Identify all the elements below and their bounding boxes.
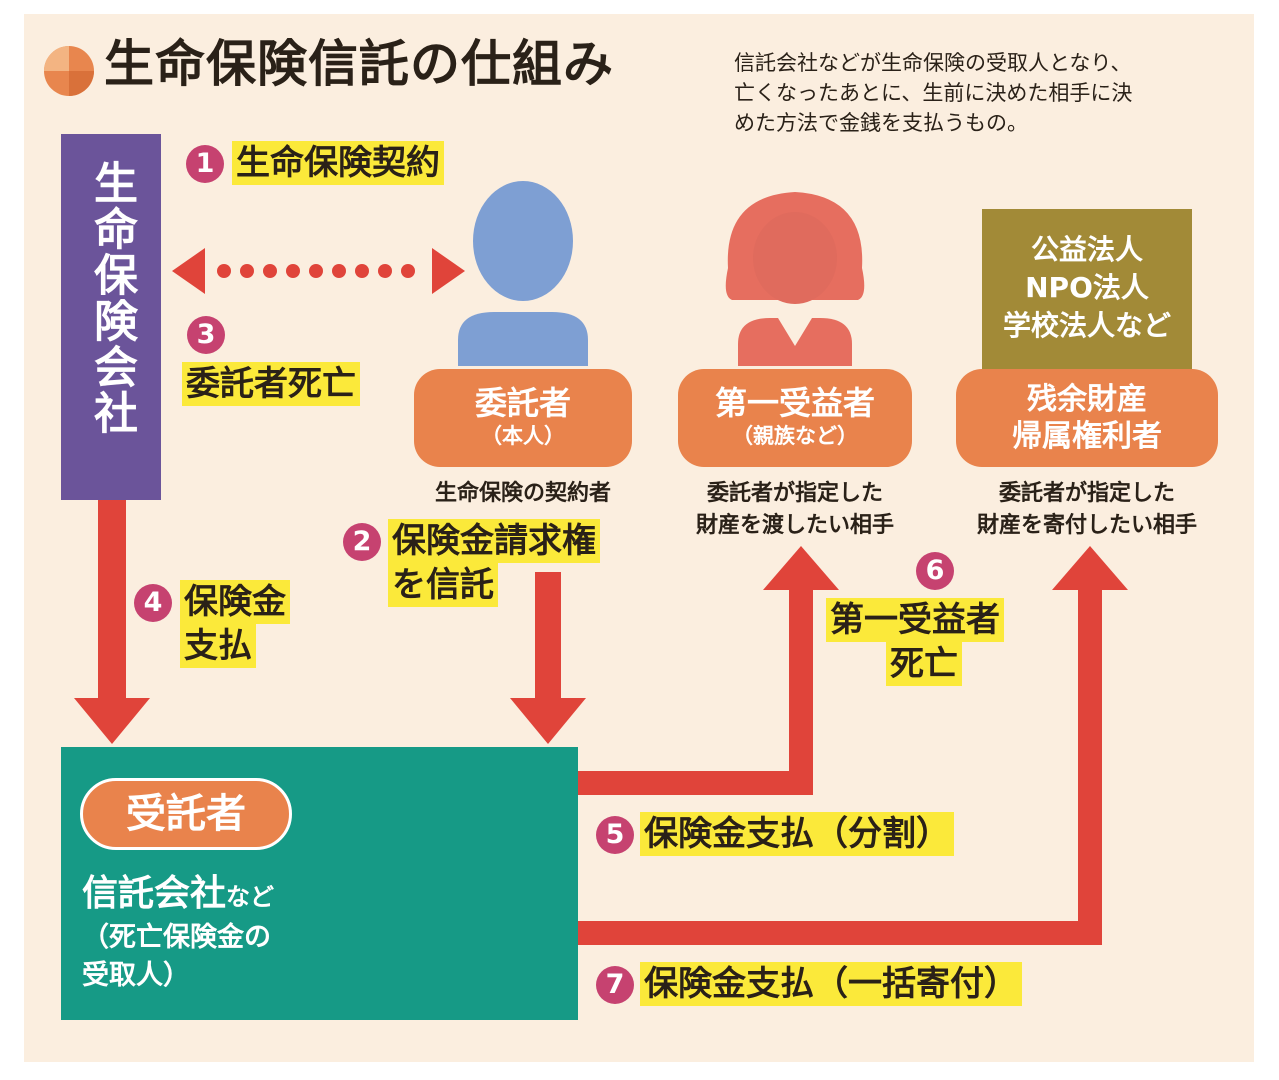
- step-4-label-line1: 保険金: [180, 580, 290, 624]
- trust-arrow-2: [510, 572, 586, 744]
- step-7-label: 保険金支払（一括寄付）: [640, 962, 1022, 1006]
- corporation-item: 学校法人など: [1002, 309, 1171, 342]
- first-beneficiary-caption-line: 委託者が指定した: [706, 481, 883, 506]
- first-beneficiary-label: 第一受益者 （親族など）: [678, 369, 912, 467]
- step-6-label-line1: 第一受益者: [826, 598, 1004, 642]
- life-insurance-company-label: 生命保険会社: [86, 160, 137, 436]
- step-1-number: 1: [186, 145, 224, 183]
- first-beneficiary-title: 第一受益者: [714, 384, 875, 422]
- first-beneficiary-caption-line: 財産を渡したい相手: [695, 513, 894, 538]
- contract-double-arrow: [172, 248, 465, 294]
- payout-arrow-7: [578, 546, 1128, 945]
- trustee-line3: 受取人）: [82, 960, 190, 991]
- trustee-line1-small: など: [226, 883, 275, 911]
- step-5-label: 保険金支払（分割）: [640, 812, 954, 856]
- first-beneficiary-caption: 委託者が指定した 財産を渡したい相手: [660, 478, 930, 542]
- step-6-label-line2: 死亡: [886, 642, 962, 686]
- residual-holder-caption: 委託者が指定した 財産を寄付したい相手: [945, 478, 1229, 542]
- payout-arrow-5: [578, 546, 839, 795]
- step-2-number: 2: [343, 523, 381, 561]
- payout-arrow-4: [74, 500, 150, 744]
- step-2-label-line1: 保険金請求権: [388, 519, 600, 563]
- step-6-number: 6: [916, 552, 954, 590]
- residual-holder-caption-line: 委託者が指定した: [998, 481, 1175, 506]
- trustee-line2: （死亡保険金の: [82, 922, 271, 953]
- quarter-circle-icon: [44, 46, 94, 96]
- corporation-item: NPO法人: [1025, 271, 1149, 304]
- settlor-subtitle: （本人）: [481, 424, 565, 448]
- settlor-label: 委託者 （本人）: [414, 369, 632, 467]
- description: 信託会社などが生命保険の受取人となり、 亡くなったあとに、生前に決めた相手に決 …: [734, 48, 1234, 138]
- residual-holder-line2: 帰属権利者: [1012, 419, 1162, 454]
- trustee-line1-main: 信託会社: [82, 873, 227, 914]
- trustee-badge: 受託者: [80, 778, 292, 850]
- step-3-number: 3: [187, 316, 225, 354]
- trustee-line1: 信託会社など: [82, 872, 274, 919]
- page-title: 生命保険信託の仕組み: [104, 35, 614, 93]
- trustee-description: 信託会社など （死亡保険金の 受取人）: [82, 872, 274, 995]
- corporations-box: 公益法人 NPO法人 学校法人など: [982, 209, 1192, 369]
- description-line: 亡くなったあとに、生前に決めた相手に決: [734, 81, 1133, 105]
- step-4-label-line2: 支払: [180, 624, 256, 668]
- residual-holder-label: 残余財産 帰属権利者: [956, 369, 1218, 467]
- woman-icon: [725, 192, 865, 366]
- step-3-label: 委託者死亡: [182, 362, 360, 406]
- life-insurance-company-box: 生命保険会社: [61, 134, 161, 500]
- step-7-number: 7: [596, 966, 634, 1004]
- description-line: 信託会社などが生命保険の受取人となり、: [734, 51, 1132, 75]
- step-2-label-line2: を信託: [388, 563, 498, 607]
- settlor-caption: 生命保険の契約者: [434, 481, 611, 506]
- description-line: めた方法で金銭を支払うもの。: [734, 111, 1028, 135]
- first-beneficiary-subtitle: （親族など）: [732, 424, 858, 448]
- settlor-title: 委託者: [474, 384, 571, 422]
- man-icon: [458, 181, 588, 366]
- residual-holder-line1: 残余財産: [1027, 382, 1147, 417]
- residual-holder-caption-line: 財産を寄付したい相手: [976, 513, 1197, 538]
- step-4-number: 4: [134, 584, 172, 622]
- corporation-item: 公益法人: [1030, 233, 1143, 266]
- step-5-number: 5: [596, 816, 634, 854]
- step-1-label: 生命保険契約: [232, 141, 444, 185]
